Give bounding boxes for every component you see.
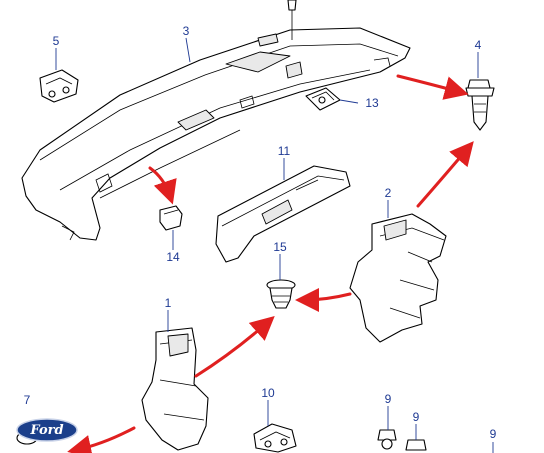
arrow-to-part-14 bbox=[148, 166, 177, 205]
callout-13: 13 bbox=[365, 96, 379, 110]
arrow-to-part-1 bbox=[194, 316, 275, 378]
bracket-part-11 bbox=[215, 165, 351, 263]
arrow-to-part-15 bbox=[295, 287, 352, 312]
assembly-arrows bbox=[67, 74, 474, 453]
rivet-part-4 bbox=[465, 79, 495, 131]
deflector-part-1 bbox=[141, 327, 209, 451]
nut-part-9-a bbox=[377, 429, 397, 450]
callout-11: 11 bbox=[277, 144, 291, 158]
ford-logo-text: Ford bbox=[30, 422, 64, 438]
callout-14: 14 bbox=[166, 250, 180, 264]
bracket-part-10 bbox=[253, 423, 297, 453]
callout-9-a: 9 bbox=[384, 392, 392, 406]
arrow-to-part-2 bbox=[416, 141, 474, 208]
callout-2: 2 bbox=[384, 186, 392, 200]
callout-9-c: 9 bbox=[489, 427, 497, 441]
callout-15: 15 bbox=[273, 240, 287, 254]
ford-logo-badge: Ford bbox=[16, 418, 78, 442]
fastener-part-15 bbox=[266, 279, 296, 309]
undertray-part-3 bbox=[21, 0, 411, 241]
callout-3: 3 bbox=[182, 24, 190, 38]
nut-part-9-b bbox=[405, 439, 427, 451]
callout-leaders bbox=[55, 37, 494, 453]
clip-nut-part-13 bbox=[305, 87, 341, 111]
clip-part-14 bbox=[159, 205, 183, 231]
arrow-to-part-7 bbox=[67, 426, 136, 453]
callout-1: 1 bbox=[164, 296, 172, 310]
callout-4: 4 bbox=[474, 38, 482, 52]
ford-logo bbox=[16, 418, 78, 442]
callout-7: 7 bbox=[23, 393, 31, 407]
callout-9-b: 9 bbox=[412, 410, 420, 424]
callout-10: 10 bbox=[261, 386, 275, 400]
bracket-part-5 bbox=[39, 69, 79, 103]
callout-5: 5 bbox=[52, 34, 60, 48]
deflector-part-2 bbox=[349, 213, 447, 343]
arrow-to-part-4 bbox=[396, 74, 469, 100]
